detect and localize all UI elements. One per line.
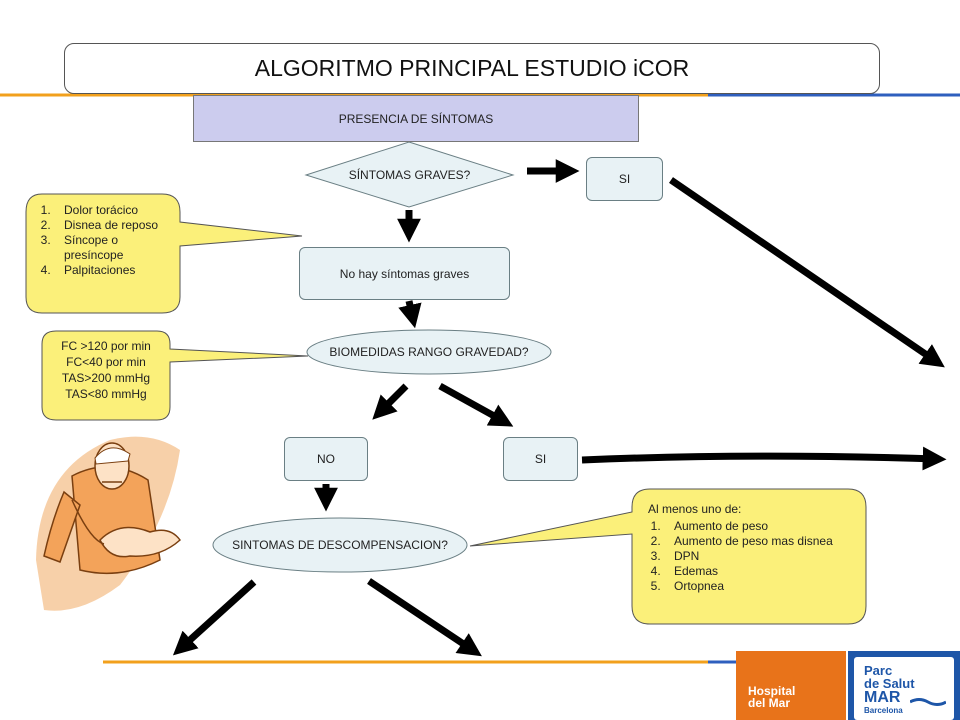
parc-logo-line: Barcelona: [864, 706, 903, 715]
node-si-mid: SI: [503, 437, 578, 481]
arrow-to-biomedidas: [398, 300, 422, 329]
callout-decomp-shape: [469, 488, 867, 625]
decision-ellipse-biomedidas: [306, 329, 552, 375]
decision-biomedidas-label: BIOMEDIDAS RANGO GRAVEDAD?: [329, 345, 529, 359]
callout-vitals-shape: [41, 330, 309, 421]
callout-symptoms: Dolor torácico Disnea de reposo Síncope …: [30, 203, 178, 278]
decomp-lead: Al menos uno de:: [648, 502, 742, 516]
callout-vitals: FC >120 por min FC<40 por min TAS>200 mm…: [44, 338, 168, 402]
symptom-item: Dolor torácico: [54, 203, 178, 218]
arrow-to-si-mid: [438, 382, 514, 427]
vital-threshold: FC >120 por min: [61, 339, 151, 353]
vital-threshold: FC<40 por min: [66, 355, 146, 369]
arrow-down-right: [367, 578, 482, 657]
symptom-item: Síncope o presíncope: [54, 233, 178, 263]
diagram-title: ALGORITMO PRINCIPAL ESTUDIO iCOR: [64, 43, 880, 94]
node-no: NO: [284, 437, 368, 481]
symptom-item: Palpitaciones: [54, 263, 178, 278]
wave-icon: [910, 698, 946, 706]
node-no-graves: No hay síntomas graves: [299, 247, 510, 300]
arrow-down-left: [172, 579, 257, 656]
hospital-logo-line: Hospital: [748, 684, 796, 698]
arrow-si-mid-right: [581, 446, 947, 471]
vital-threshold: TAS>200 mmHg: [61, 371, 151, 385]
arrow-si-top-right: [669, 177, 945, 368]
chest-pain-patient-illustration: [36, 436, 182, 611]
decision-descompensacion-label: SINTOMAS DE DESCOMPENSACION?: [232, 538, 448, 552]
parc-salut-mar-logo: Parc de Salut MAR Barcelona: [848, 651, 960, 720]
vital-threshold: TAS<80 mmHg: [65, 387, 147, 401]
decision-ellipse-descompensacion: [212, 517, 468, 573]
decomp-item: DPN: [664, 549, 862, 564]
symptoms-presence-band: PRESENCIA DE SÍNTOMAS: [193, 95, 639, 142]
decomp-item: Edemas: [664, 564, 862, 579]
node-si-top: SI: [586, 157, 663, 201]
callout-decomp: Al menos uno de: Aumento de peso Aumento…: [648, 502, 862, 594]
parc-logo-line: de Salut: [864, 676, 915, 691]
decomp-item: Aumento de peso mas disnea: [664, 534, 862, 549]
symptom-item: Disnea de reposo: [54, 218, 178, 233]
hospital-logo-line: del Mar: [748, 696, 791, 710]
parc-logo-line: MAR: [864, 689, 901, 706]
decision-diamond-sintomas-graves: [304, 141, 515, 208]
parc-logo-line: Parc: [864, 663, 893, 678]
callout-symptoms-shape: [25, 193, 303, 314]
decision-sintomas-graves-label: SÍNTOMAS GRAVES?: [348, 168, 471, 182]
hospital-del-mar-logo: Hospital del Mar: [736, 651, 846, 720]
decomp-item: Aumento de peso: [664, 519, 862, 534]
arrow-to-no: [372, 383, 409, 420]
decomp-item: Ortopnea: [664, 579, 862, 594]
